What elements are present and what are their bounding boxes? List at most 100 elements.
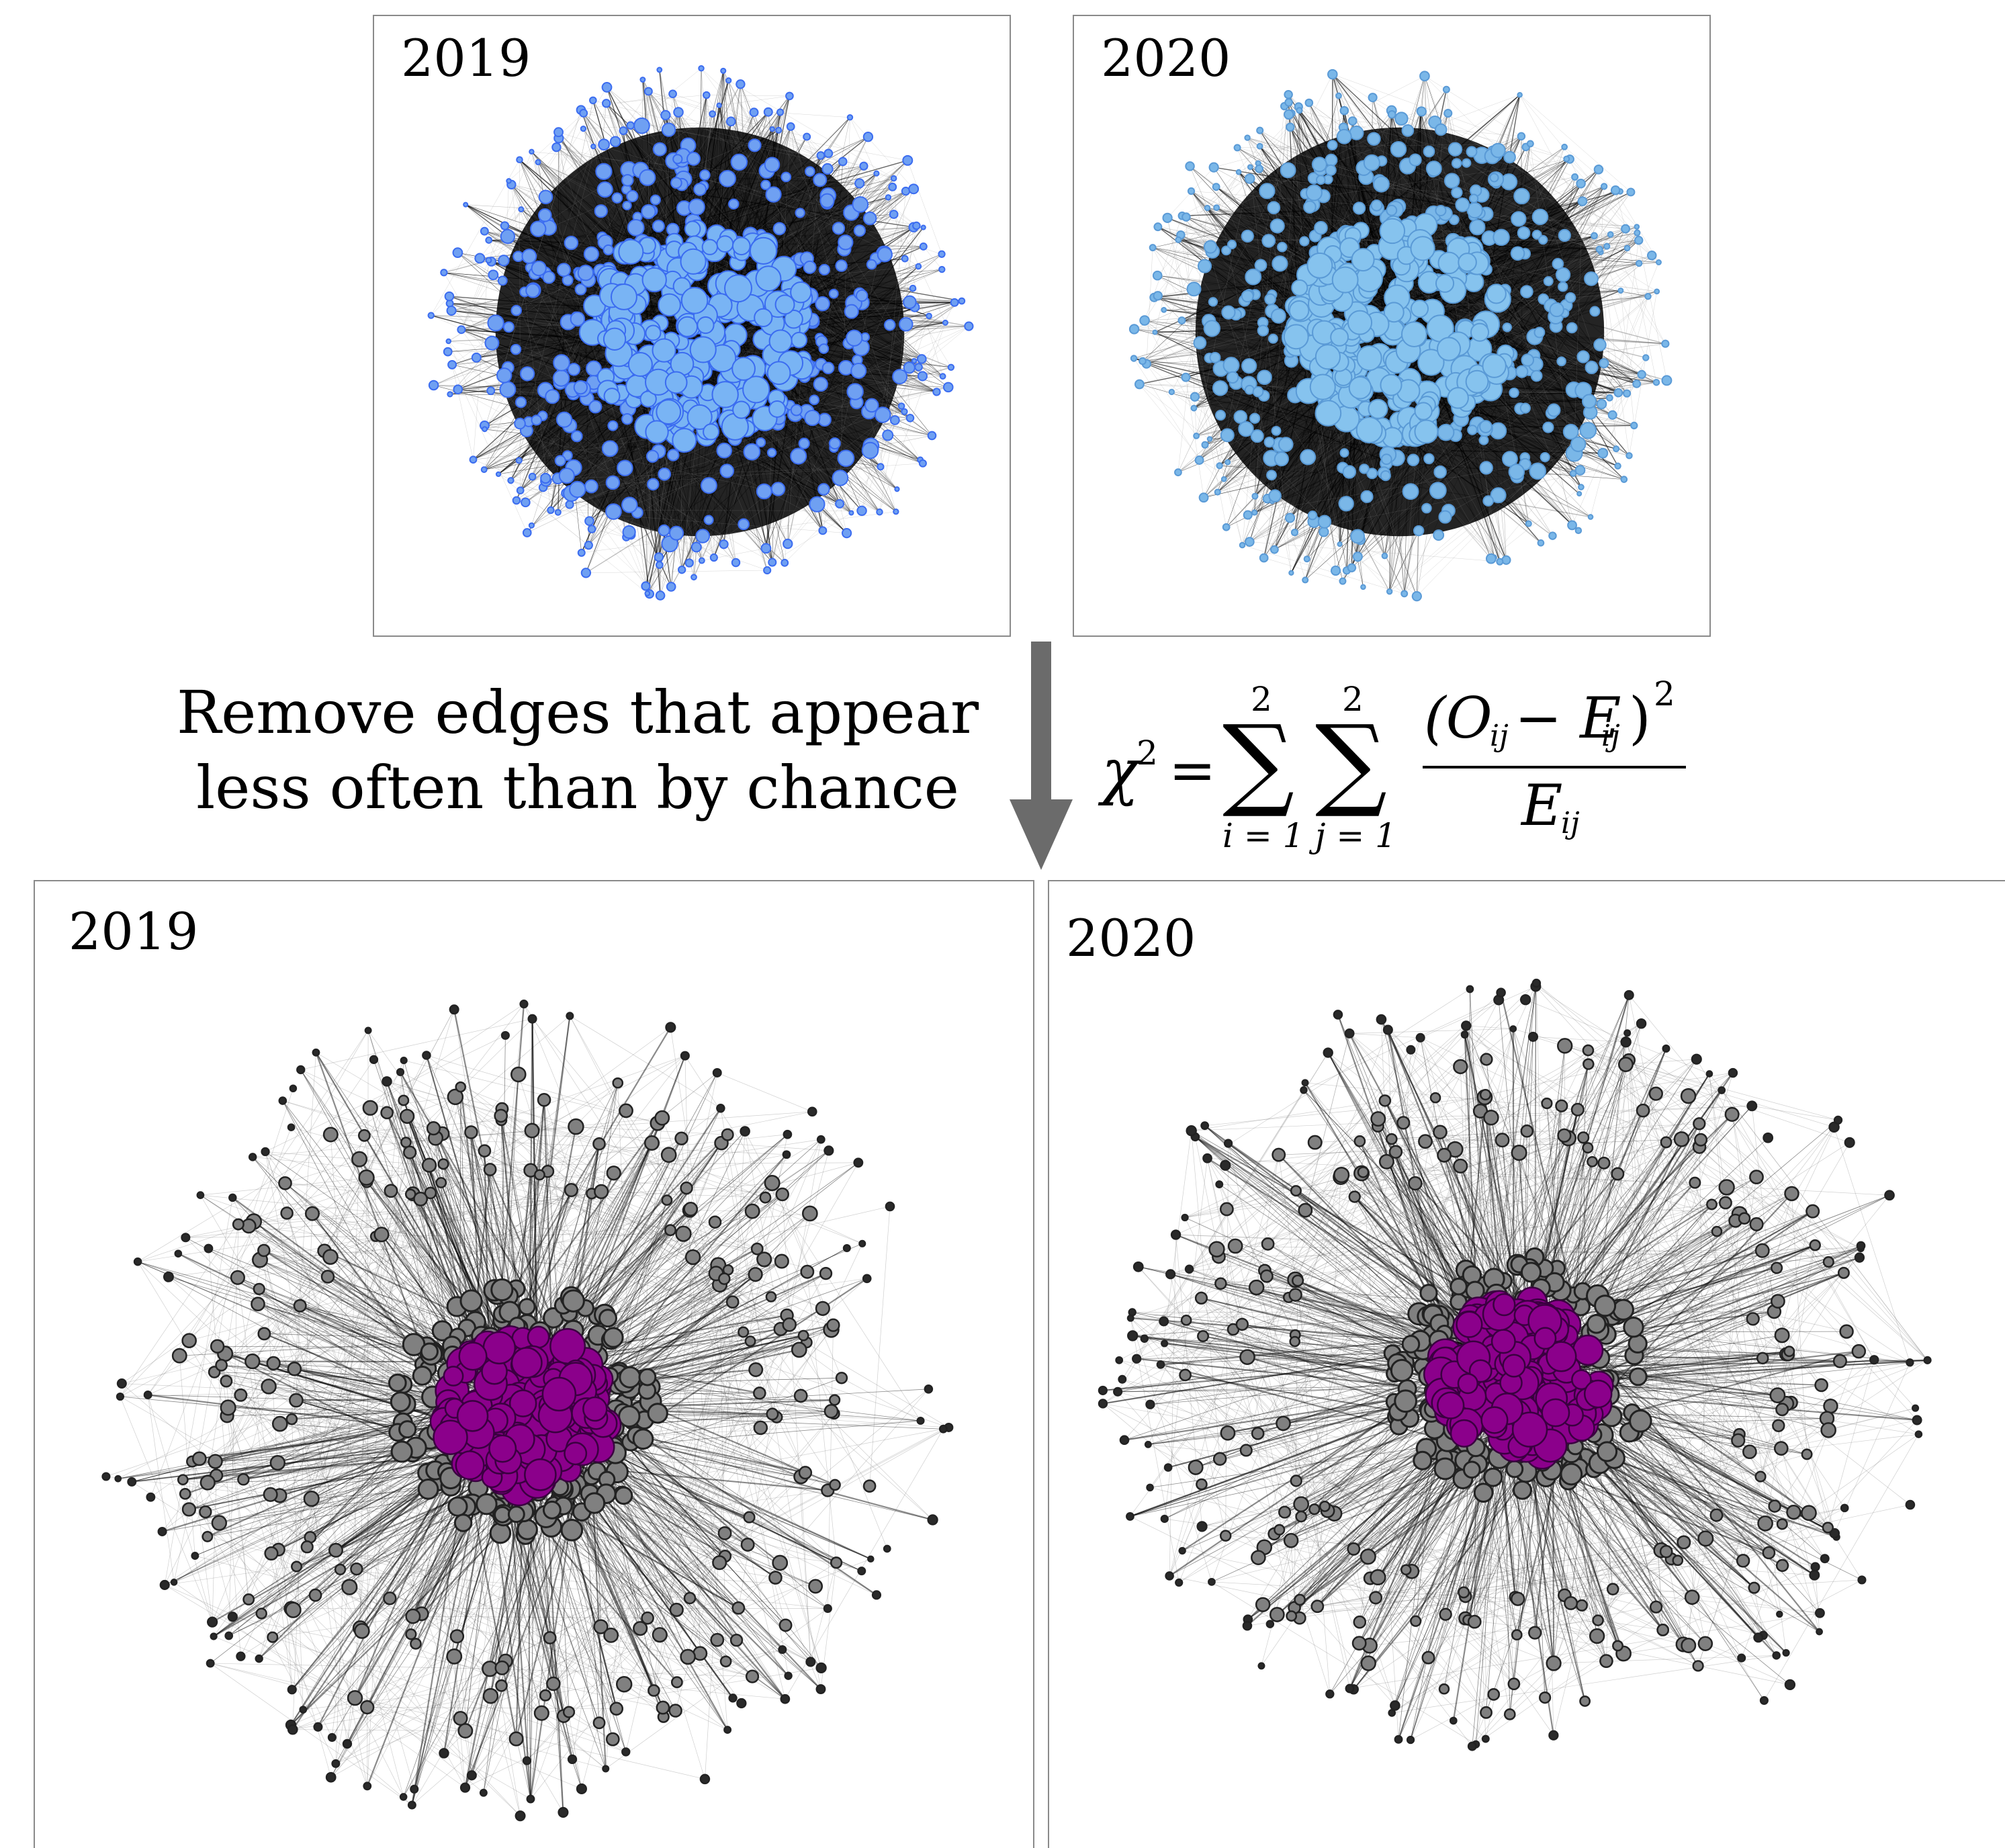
- network-node: [1513, 187, 1530, 205]
- edge: [1250, 167, 1292, 573]
- network-node: [912, 221, 921, 230]
- edge: [292, 1213, 313, 1730]
- network-node: [1314, 220, 1328, 235]
- network-node: [1300, 449, 1317, 466]
- network-node: [515, 457, 523, 464]
- edge: [1388, 351, 1580, 471]
- network-node: [1278, 437, 1294, 452]
- network-node: [232, 1218, 244, 1231]
- network-node: [819, 193, 835, 208]
- edge: [400, 1071, 572, 1368]
- edge: [484, 146, 594, 470]
- network-node: [570, 430, 583, 443]
- edge: [480, 225, 505, 259]
- edge: [249, 1088, 294, 1227]
- network-node: [488, 269, 499, 281]
- edge: [165, 1182, 772, 1585]
- edge: [324, 1009, 455, 1251]
- edge: [591, 1193, 804, 1336]
- edge: [591, 416, 629, 529]
- network-node: [1652, 378, 1660, 386]
- network-node: [1259, 183, 1276, 200]
- edge: [1199, 459, 1272, 502]
- network-node: [506, 178, 512, 184]
- network-node: [652, 220, 665, 233]
- edge: [1146, 172, 1239, 364]
- edge: [1299, 110, 1581, 184]
- network-node: [791, 1341, 807, 1358]
- network-node: [1381, 552, 1388, 560]
- network-panel-2019-full: 2019: [373, 15, 1011, 637]
- network-node: [932, 388, 941, 396]
- network-node: [382, 1076, 392, 1087]
- network-node: [654, 552, 664, 562]
- network-node: [1152, 270, 1163, 281]
- edge: [148, 1143, 722, 1395]
- network-node: [736, 1698, 747, 1709]
- edge: [600, 1191, 933, 1520]
- edge: [240, 1395, 363, 1632]
- edge: [451, 310, 840, 504]
- edge: [1427, 136, 1522, 214]
- network-node: [1433, 465, 1447, 479]
- edge: [237, 1143, 722, 1278]
- network-node: [1302, 576, 1309, 584]
- network-node: [670, 1676, 683, 1689]
- network-node: [1288, 570, 1294, 576]
- network-node: [407, 1800, 416, 1810]
- network-core-node: [724, 274, 752, 303]
- edge: [511, 184, 607, 207]
- network-core-node: [1309, 373, 1336, 400]
- network-node: [828, 437, 841, 450]
- edge: [199, 1407, 476, 1459]
- network-node: [237, 1473, 250, 1486]
- edge: [484, 429, 657, 470]
- edge: [1388, 448, 1401, 592]
- network-node: [1352, 552, 1363, 562]
- network-node: [1661, 339, 1670, 348]
- edge: [772, 513, 852, 563]
- edge: [550, 510, 847, 533]
- network-node: [116, 1392, 125, 1401]
- edge: [473, 161, 843, 460]
- network-node: [495, 1679, 508, 1692]
- network-core-node: [1486, 283, 1507, 304]
- network-node: [440, 269, 448, 277]
- network-core-node: [1283, 324, 1309, 350]
- network-node: [522, 528, 532, 537]
- network-core-node: [645, 420, 669, 444]
- edge: [386, 1081, 828, 1491]
- network-node: [459, 1782, 471, 1793]
- network-node: [1267, 201, 1281, 214]
- network-node: [813, 173, 828, 187]
- edge: [455, 1096, 652, 1143]
- network-core-node: [1414, 402, 1433, 421]
- network-node: [202, 1531, 214, 1542]
- edge: [226, 1190, 572, 1416]
- network-node: [817, 412, 832, 427]
- edge: [605, 1608, 828, 1769]
- network-node: [639, 77, 646, 83]
- edge: [649, 481, 677, 595]
- edge: [502, 1108, 807, 1343]
- edge: [527, 437, 728, 533]
- edge: [207, 1481, 520, 1537]
- network-node: [786, 122, 795, 131]
- network-node: [835, 259, 848, 272]
- network-core-node: [1347, 310, 1373, 335]
- network-node: [601, 82, 613, 93]
- network-node: [565, 500, 574, 509]
- network-node: [1576, 491, 1583, 497]
- edge: [1618, 240, 1639, 393]
- network-node: [670, 177, 682, 189]
- network-node: [728, 1693, 738, 1703]
- network-node: [464, 1125, 478, 1139]
- edge: [850, 117, 946, 323]
- network-node: [781, 171, 792, 183]
- edge: [1490, 486, 1582, 559]
- network-node: [485, 257, 492, 264]
- network-node: [1623, 389, 1632, 398]
- edge: [461, 329, 646, 586]
- network-node: [1466, 146, 1478, 158]
- edge: [1537, 373, 1572, 525]
